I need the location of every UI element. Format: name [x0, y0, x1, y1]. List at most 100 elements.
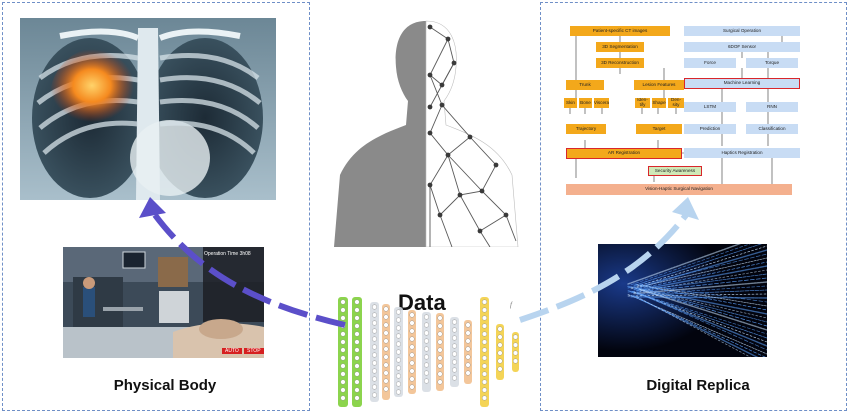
nn-neuron — [481, 355, 487, 361]
auto-button: AUTO — [222, 348, 242, 354]
nn-neuron — [481, 315, 487, 321]
nn-neuron — [481, 339, 487, 345]
nn-neuron — [395, 317, 401, 323]
nn-neuron — [423, 330, 429, 336]
nn-neuron — [395, 341, 401, 347]
nn-neuron — [383, 322, 389, 328]
node-identify: Iden-tify — [635, 98, 650, 108]
nn-neuron — [395, 381, 401, 387]
node-lesion-features: Lesion Features — [634, 80, 684, 90]
nn-neuron — [383, 362, 389, 368]
flowchart: Patient-specific CT images 3D Segmentati… — [562, 18, 810, 208]
nn-neuron — [340, 315, 346, 321]
nn-neuron — [372, 352, 378, 358]
physical-body-caption: Physical Body — [113, 377, 217, 394]
nn-neuron — [437, 315, 443, 321]
node-density: Den-sity — [668, 98, 684, 108]
binary-stream-line — [636, 296, 751, 357]
nn-neuron — [409, 336, 415, 342]
nn-neuron — [409, 344, 415, 350]
nn-neuron — [409, 352, 415, 358]
nn-neuron — [340, 379, 346, 385]
nn-neuron — [497, 350, 503, 356]
nn-neuron — [512, 342, 518, 348]
node-bone: Bone — [579, 98, 592, 108]
node-target: Target — [636, 124, 682, 134]
node-6dof-sensor: 6DOF Sensor — [684, 42, 800, 52]
nn-neuron — [395, 333, 401, 339]
nn-neuron — [372, 384, 378, 390]
svg-text:f: f — [510, 301, 513, 309]
nn-neuron — [465, 346, 471, 352]
nn-layer-2 — [370, 302, 379, 402]
arrow-to-digital — [519, 213, 689, 323]
nn-neuron — [354, 355, 360, 361]
nn-neuron — [354, 323, 360, 329]
nn-neuron — [354, 379, 360, 385]
node-force: Force — [684, 58, 736, 68]
nn-neuron — [481, 387, 487, 393]
nn-neuron — [512, 350, 518, 356]
nn-neuron — [423, 338, 429, 344]
nn-neuron — [465, 338, 471, 344]
nn-neuron — [383, 354, 389, 360]
nn-neuron — [437, 371, 443, 377]
nn-neuron — [423, 378, 429, 384]
nn-neuron — [512, 334, 518, 340]
nn-neuron — [437, 347, 443, 353]
nn-neuron — [451, 335, 457, 341]
binary-stream-line — [627, 273, 767, 293]
nn-neuron — [423, 354, 429, 360]
nn-neuron — [354, 371, 360, 377]
nn-neuron — [354, 363, 360, 369]
nn-neuron — [395, 389, 401, 395]
node-prediction: Prediction — [684, 124, 736, 134]
binary-stream-line — [633, 261, 767, 290]
binary-stream-line — [630, 296, 767, 299]
nn-neuron — [481, 371, 487, 377]
binary-stream-line — [636, 288, 767, 327]
nn-neuron — [423, 322, 429, 328]
nn-neuron — [354, 387, 360, 393]
binary-stream-line — [633, 287, 767, 323]
nn-neuron — [383, 338, 389, 344]
binary-stream-line — [639, 249, 767, 288]
human-silhouette-icon — [334, 20, 519, 247]
nn-neuron — [481, 363, 487, 369]
node-haptics-registration: Haptics Registration — [684, 148, 800, 158]
nn-layer-3 — [382, 304, 390, 400]
nn-neuron — [340, 307, 346, 313]
nn-neuron — [409, 312, 415, 318]
physical-body-panel — [2, 2, 310, 411]
nn-neuron — [481, 379, 487, 385]
nn-neuron — [437, 363, 443, 369]
nn-neuron — [372, 312, 378, 318]
binary-stream-line — [627, 244, 742, 285]
nn-neuron — [409, 360, 415, 366]
nn-neuron — [451, 359, 457, 365]
nn-neuron — [395, 325, 401, 331]
nn-neuron — [465, 354, 471, 360]
nn-neuron — [497, 358, 503, 364]
nn-neuron — [354, 331, 360, 337]
nn-neuron — [395, 309, 401, 315]
binary-stream-line — [633, 283, 767, 303]
nn-neuron — [465, 362, 471, 368]
node-3d-reconstruction: 3D Reconstruction — [596, 58, 644, 68]
node-lstm: LSTM — [684, 102, 736, 112]
nn-neuron — [465, 330, 471, 336]
nn-neuron — [409, 368, 415, 374]
node-ct-images: Patient-specific CT images — [570, 26, 670, 36]
nn-neuron — [451, 319, 457, 325]
nn-neuron — [423, 362, 429, 368]
nn-neuron — [395, 373, 401, 379]
nn-neuron — [372, 360, 378, 366]
binary-stream-line — [636, 265, 767, 292]
nn-neuron — [465, 322, 471, 328]
nn-neuron — [451, 367, 457, 373]
digital-replica-caption: Digital Replica — [646, 377, 750, 394]
binary-tunnel-image — [598, 244, 767, 357]
node-surgical-operation: Surgical Operation — [684, 26, 800, 36]
binary-stream-line — [639, 288, 767, 331]
